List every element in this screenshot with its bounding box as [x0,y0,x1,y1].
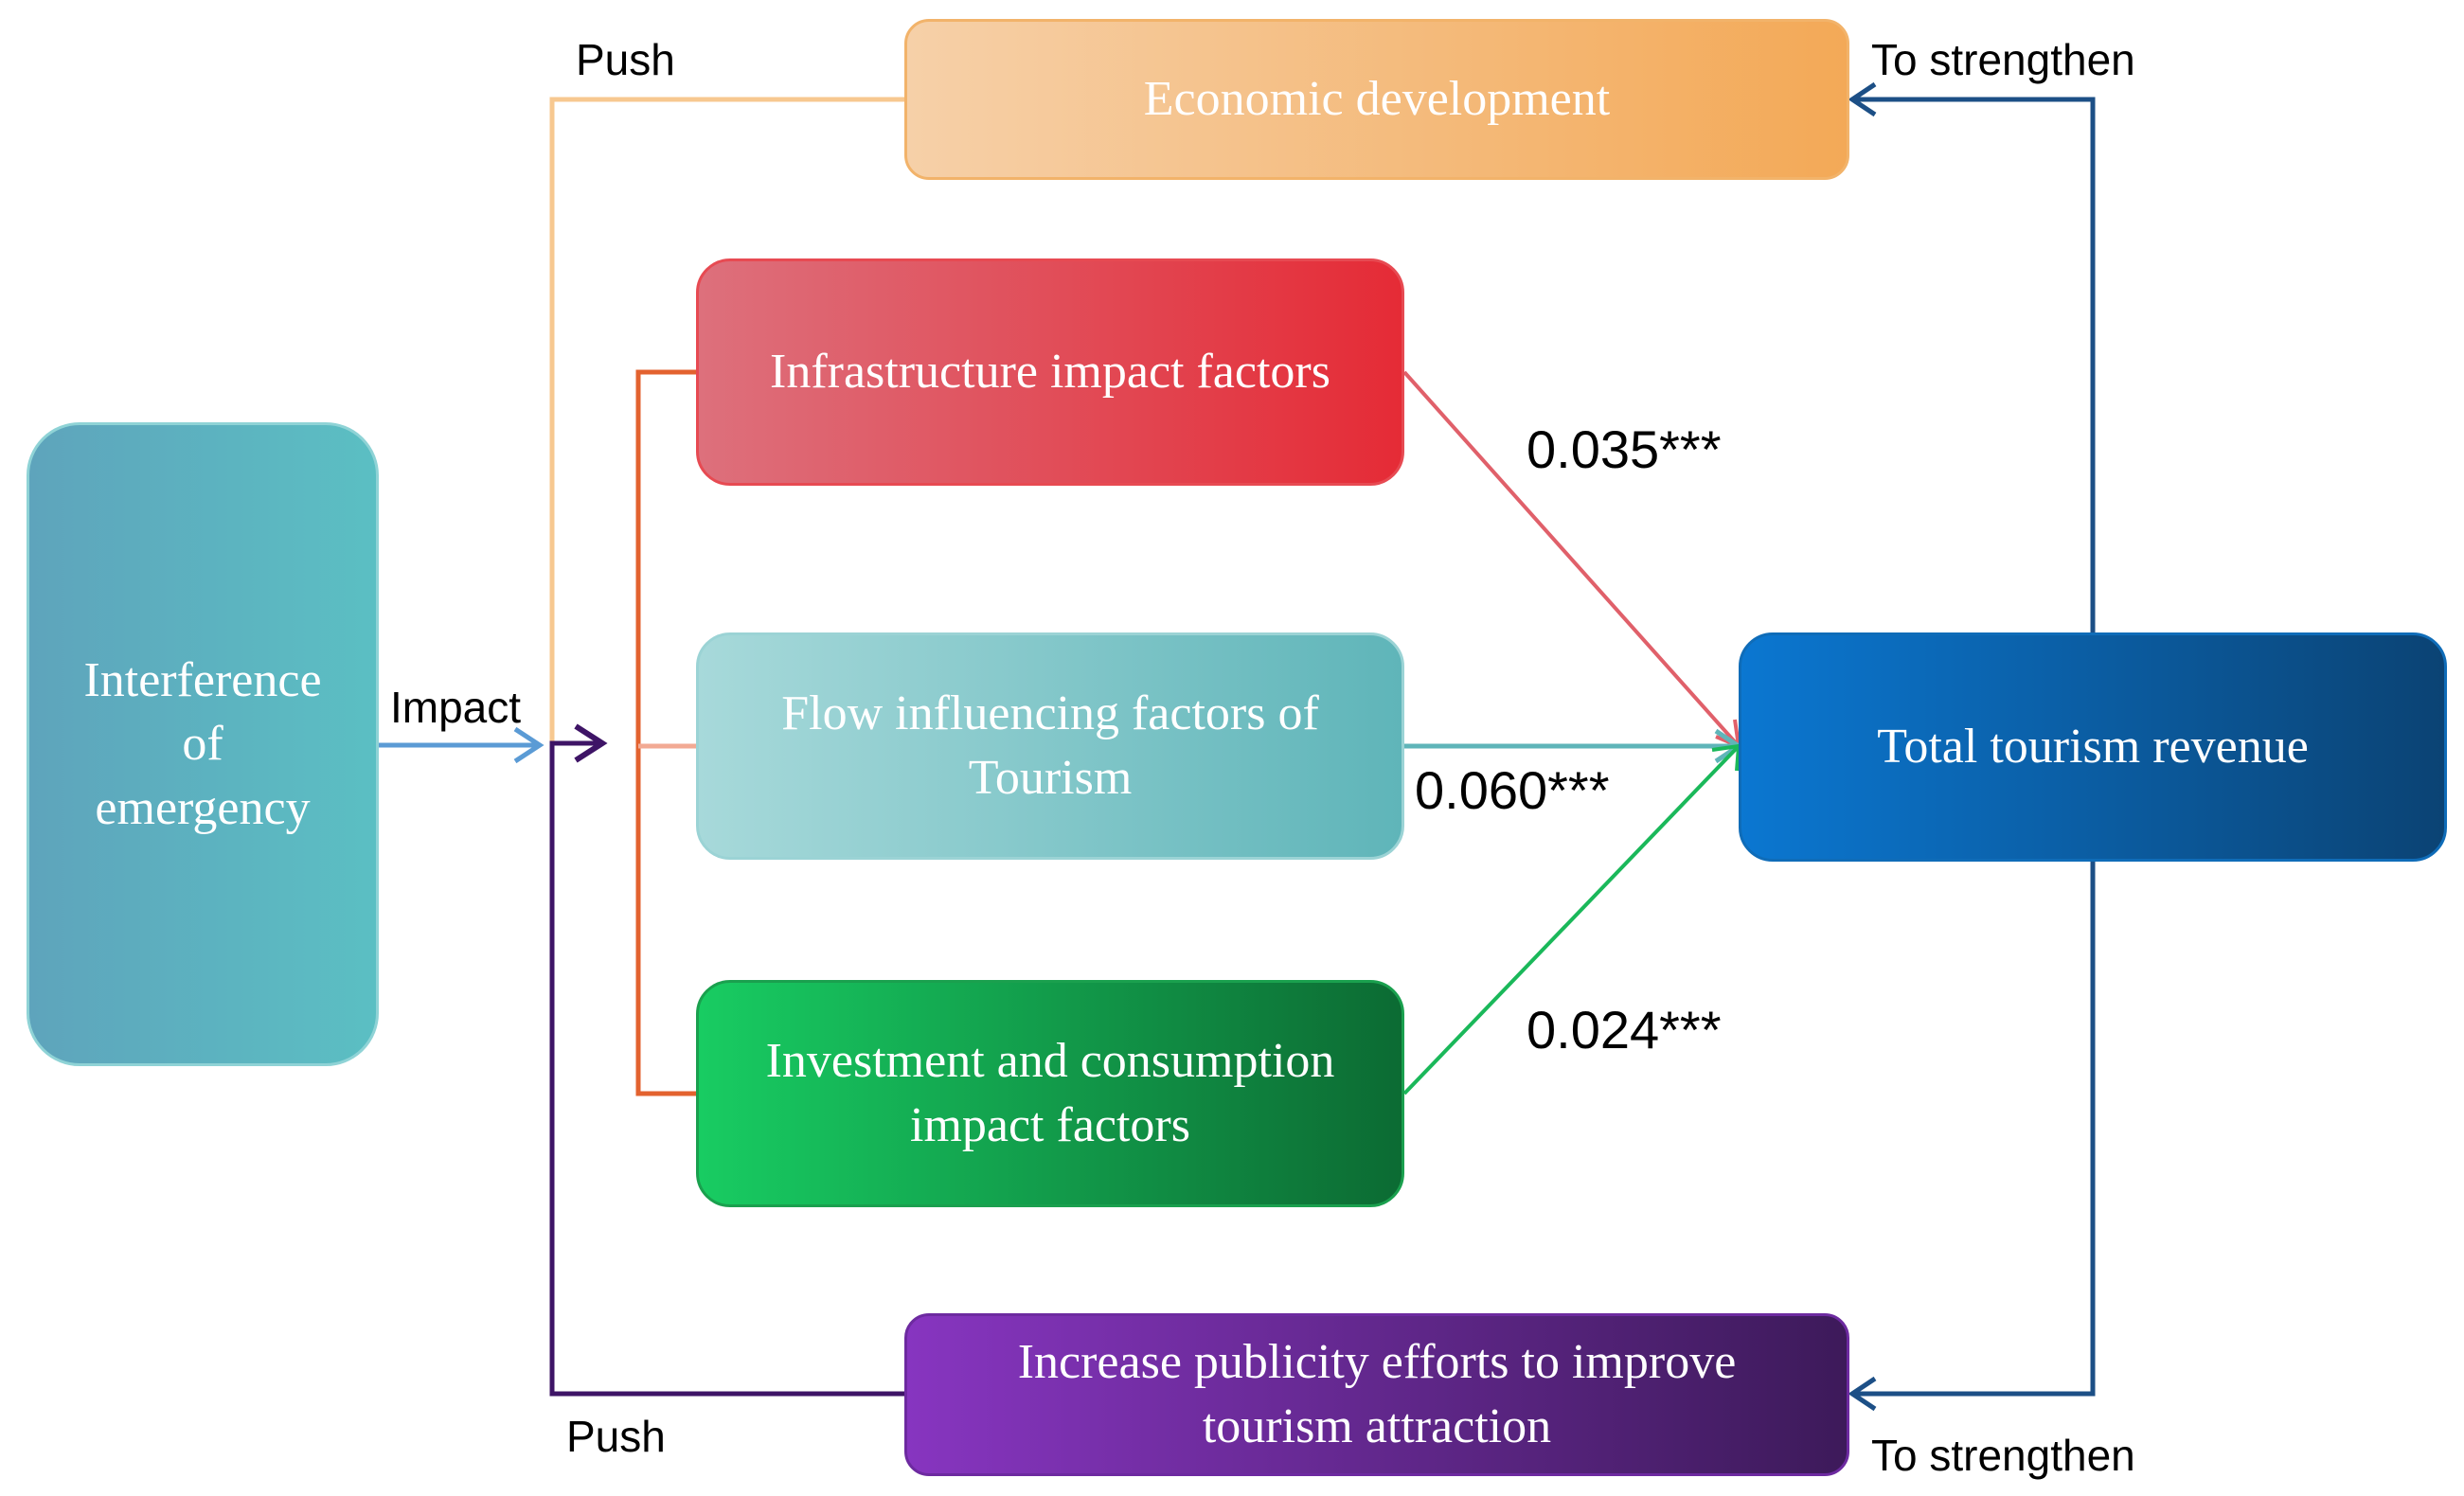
publicity-efforts-node: Increase publicity efforts to improve to… [904,1313,1849,1476]
infrastructure-coefficient-label: 0.035*** [1527,419,1722,479]
strengthen-label-bottom: To strengthen [1871,1431,2135,1480]
push-arrowhead [574,723,608,763]
flow-coefficient-label: 0.060*** [1415,760,1610,820]
push-publicity-connector [549,740,904,1397]
emergency-interference-node: Interference of emergency [27,422,379,1066]
push-label-top: Push [576,35,675,84]
push-economic-connector [549,97,904,743]
investment-coefficient-label: 0.024*** [1527,1000,1722,1060]
strengthen-label-top: To strengthen [1871,35,2135,84]
impact-arrowhead [513,726,545,764]
strengthen-top-connector [1853,97,2096,632]
economic-development-node: Economic development [904,19,1849,180]
investment-consumption-factors-node: Investment and consumption impact factor… [696,980,1404,1207]
infrastructure-factors-node: Infrastructure impact factors [696,258,1404,486]
impact-label: Impact [390,683,522,732]
tourism-flow-factors-node: Flow influencing factors of Tourism [696,632,1404,860]
push-label-bottom: Push [566,1412,666,1461]
strengthen-top-arrowhead [1848,81,1877,117]
investment-to-revenue-arrow [1402,744,1741,1095]
factor-bracket [635,369,696,1096]
strengthen-bottom-arrowhead [1848,1376,1877,1412]
total-tourism-revenue-node: Total tourism revenue [1739,632,2447,862]
strengthen-bottom-connector [1853,862,2096,1397]
infrastructure-to-revenue-arrow [1402,370,1741,748]
